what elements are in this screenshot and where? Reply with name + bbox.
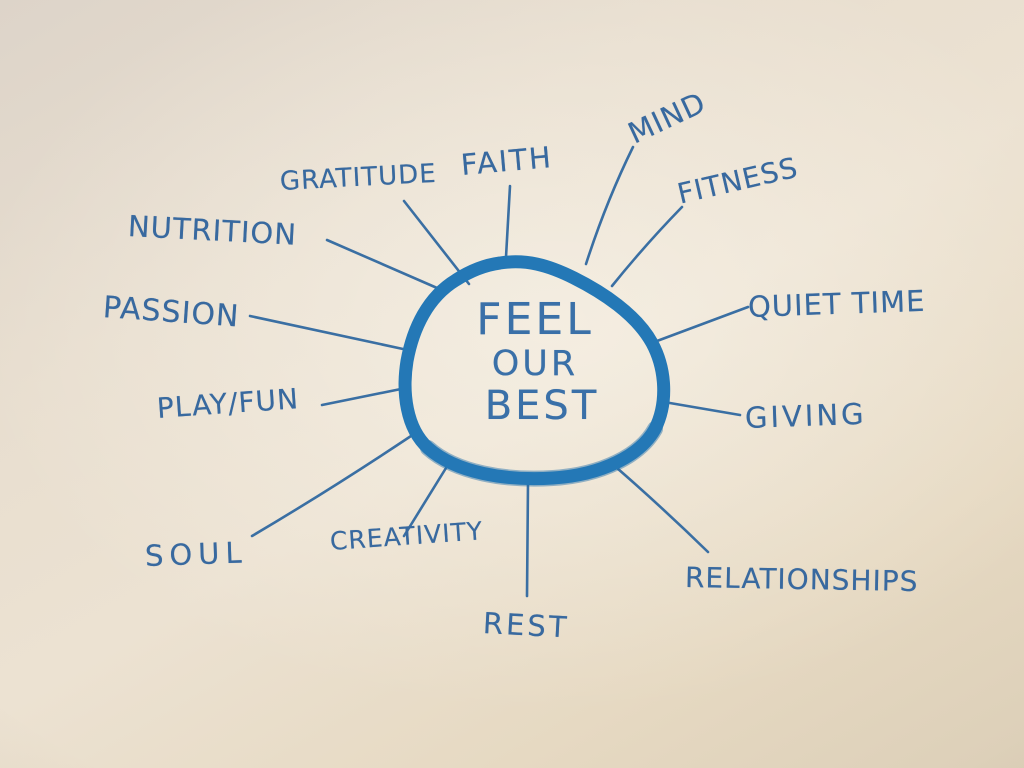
spoke-rest-line [525,481,530,598]
spoke-play-fun-line [320,387,403,407]
spoke-fitness-line [610,205,684,288]
spoke-mind-line [584,145,635,266]
center-bubble-outline [398,255,671,486]
node-label-relationships: RELATIONSHIPS [684,561,919,599]
spoke-faith-line [504,184,512,259]
center-label-line-1: FEEL [476,294,594,345]
center-label: FEEL OUR BEST [430,294,640,429]
node-label-quiet-time: QUIET TIME [747,283,926,324]
spoke-gratitude-line [402,199,471,286]
spoke-passion-line [248,314,405,351]
center-label-line-2: OUR [491,344,579,384]
center-label-line-3: BEST [484,383,600,429]
spoke-giving-line [662,400,742,417]
node-label-rest: REST [482,606,571,645]
spoke-nutrition-line [325,238,446,293]
spoke-relationships-line [615,466,710,554]
node-label-soul: SOUL [144,535,249,573]
spoke-quiet-time-line [655,305,750,343]
spoke-soul-line [250,434,413,538]
spoke-creativity-line [402,466,448,538]
node-label-giving: GIVING [744,396,868,435]
